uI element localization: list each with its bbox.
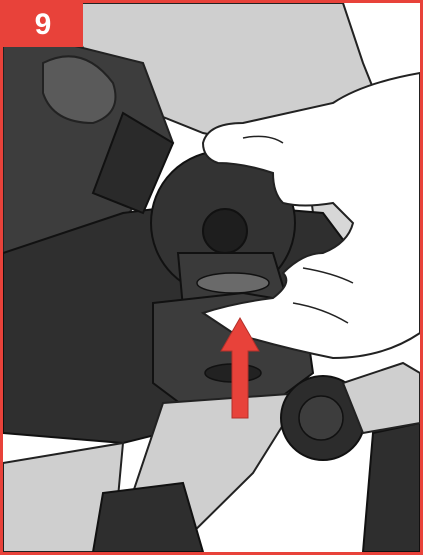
step-number-badge: 9: [3, 3, 83, 47]
wheel-hub: [299, 396, 343, 440]
clip-highlight: [197, 273, 269, 293]
assembly-illustration: [3, 3, 420, 552]
bottom-block: [93, 483, 203, 552]
hub-hole: [203, 209, 247, 253]
right-leg: [363, 423, 420, 552]
